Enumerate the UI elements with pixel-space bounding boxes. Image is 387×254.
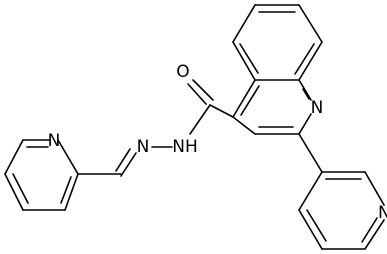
- pyridyl-left-bond-c2-n: [57, 139, 79, 175]
- amide-nh-label: NH: [172, 137, 198, 157]
- hydrazone-double-inner: [115, 148, 131, 172]
- pyridyl-ring-right: [298, 133, 385, 250]
- pyridyl-link-bond: [298, 133, 323, 173]
- carbonyl-double-outer: [187, 83, 207, 105]
- quinoline-bond-n-c2: [298, 113, 312, 135]
- benzo-bond-5: [232, 41, 256, 81]
- pyridyl-left-double-3: [60, 176, 72, 204]
- quinoline-nitrogen-label: N: [311, 98, 324, 118]
- hydrazone-linker: [77, 148, 137, 177]
- benzo-bond-2: [298, 4, 323, 43]
- pyridyl-right-nitrogen-label: N: [378, 203, 387, 223]
- amide-c-n-bond: [189, 104, 211, 135]
- hydrazone-nitrogen-label: N: [137, 137, 150, 157]
- quinoline-bond-c4-c4a: [232, 79, 256, 118]
- pyridyl-left-bond-c5-c4: [4, 173, 24, 211]
- pyridyl-bond-5: [298, 209, 323, 250]
- benzo-bond-6: [232, 4, 256, 43]
- hydrazone-double-outer: [120, 152, 137, 177]
- carbonyl-double-inner: [192, 79, 214, 101]
- amide-c4-carbonyl-bond: [209, 104, 234, 118]
- pyridyl-left-bond-c6-c5: [4, 139, 24, 175]
- pyridyl-bond-2: [364, 171, 385, 206]
- pyridyl-left-nitrogen-label: N: [48, 131, 61, 151]
- quinoline-pyridine-ring: [232, 79, 312, 135]
- pyridyl-left-bond-c3-c2: [64, 173, 79, 211]
- pyridyl-ring-left: [4, 139, 79, 211]
- benzo-bond-3: [298, 41, 323, 81]
- quinoline-bond-c3-c4: [232, 116, 256, 135]
- quinoline-double-c4-c4a: [240, 85, 260, 116]
- pyridyl-left-double-2: [12, 173, 29, 204]
- carboxamide-group: [151, 79, 234, 148]
- pyridyl-bond-6: [298, 171, 323, 211]
- benzo-ring: [232, 4, 323, 81]
- pyridyl-double-3: [306, 209, 327, 242]
- oxygen-label: O: [176, 62, 189, 82]
- pyridyl-bond-3: [364, 219, 385, 250]
- pyridyl-double-2: [361, 217, 378, 243]
- benzo-double-3: [239, 43, 259, 74]
- benzo-double-2: [294, 43, 315, 75]
- quinoline-double-n: [302, 88, 310, 100]
- quinoline-bond-c8a-n: [298, 79, 312, 101]
